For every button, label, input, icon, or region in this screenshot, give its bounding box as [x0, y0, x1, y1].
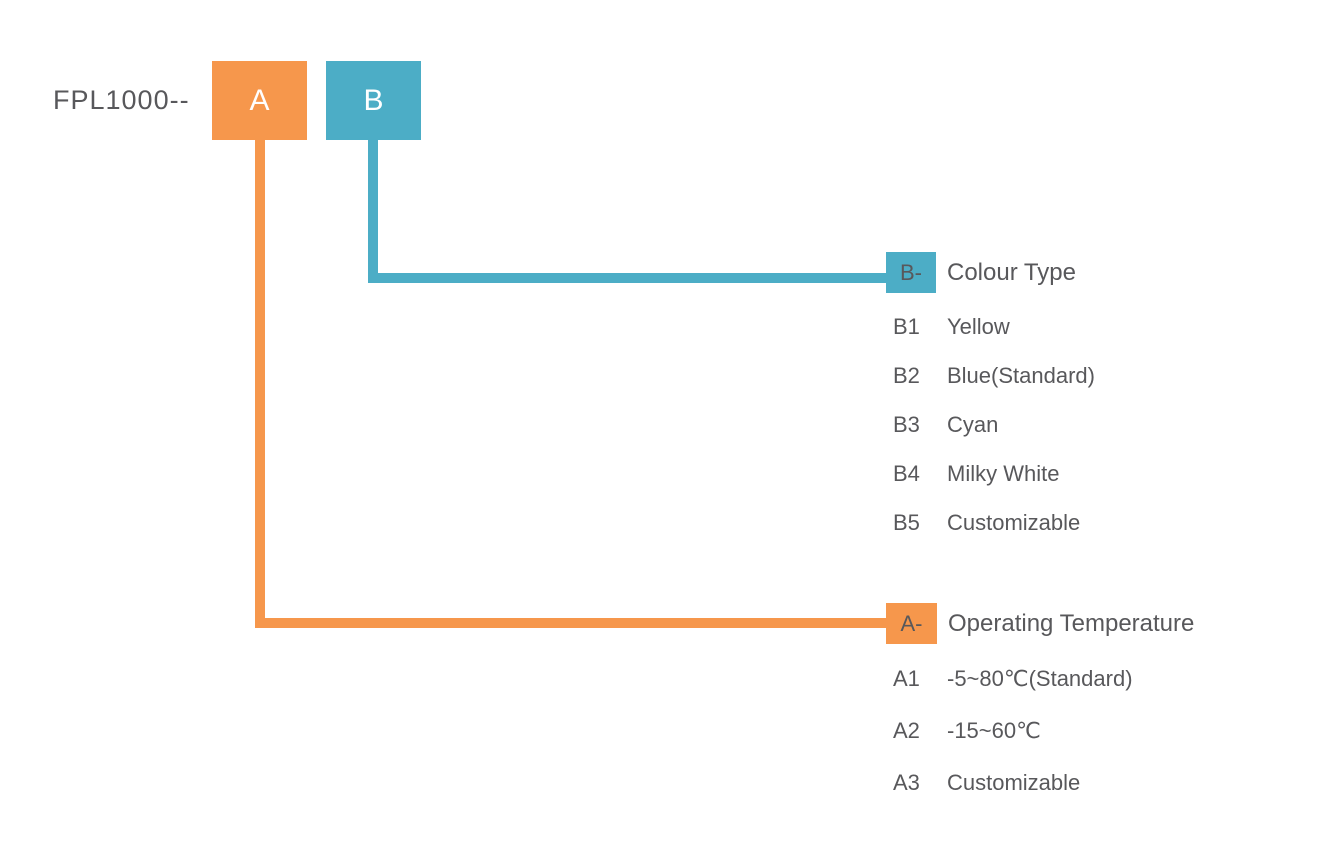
code-box-b: B	[326, 61, 421, 140]
option-row-b3: B3 Cyan	[893, 400, 1095, 449]
legend-a-title: Operating Temperature	[948, 609, 1195, 637]
code-box-a-label: A	[249, 83, 270, 117]
legend-operating-temperature-header: A- Operating Temperature	[886, 603, 1194, 644]
option-row-b4: B4 Milky White	[893, 449, 1095, 498]
option-row-a1: A1 -5~80℃(Standard)	[893, 653, 1194, 705]
option-code: B3	[893, 411, 920, 437]
product-code-prefix: FPL1000--	[53, 85, 190, 115]
legend-operating-temperature: A- Operating Temperature A1 -5~80℃(Stand…	[886, 603, 1194, 809]
option-row-b1: B1 Yellow	[893, 302, 1095, 351]
option-row-a3: A3 Customizable	[893, 757, 1194, 809]
option-label: Blue(Standard)	[947, 362, 1095, 388]
option-code: B1	[893, 313, 920, 339]
connector-a-horizontal	[255, 618, 886, 628]
legend-a-options: A1 -5~80℃(Standard) A2 -15~60℃ A3 Custom…	[886, 653, 1194, 809]
legend-colour-type-header: B- Colour Type	[886, 252, 1095, 293]
option-row-b2: B2 Blue(Standard)	[893, 351, 1095, 400]
connector-b-vertical	[368, 140, 378, 283]
legend-b-tag: B-	[886, 252, 936, 293]
option-code: A2	[893, 718, 920, 743]
option-label: Milky White	[947, 460, 1060, 486]
legend-b-title: Colour Type	[947, 258, 1076, 286]
option-code: B5	[893, 509, 920, 535]
option-label: -5~80℃(Standard)	[947, 666, 1133, 691]
code-box-b-label: B	[363, 83, 384, 117]
option-label: Customizable	[947, 509, 1081, 535]
option-label: -15~60℃	[947, 718, 1041, 743]
legend-colour-type: B- Colour Type B1 Yellow B2 Blue(Standar…	[886, 252, 1095, 547]
legend-a-tag: A-	[886, 603, 937, 644]
option-code: A3	[893, 770, 920, 795]
option-row-a2: A2 -15~60℃	[893, 705, 1194, 757]
option-label: Customizable	[947, 770, 1081, 795]
option-label: Cyan	[947, 411, 999, 437]
connector-b-horizontal	[368, 273, 886, 283]
legend-b-options: B1 Yellow B2 Blue(Standard) B3 Cyan B4 M…	[886, 302, 1095, 547]
option-code: B2	[893, 362, 920, 388]
option-code: B4	[893, 460, 920, 486]
code-box-a: A	[212, 61, 307, 140]
option-label: Yellow	[947, 313, 1010, 339]
option-row-b5: B5 Customizable	[893, 498, 1095, 547]
connector-a-vertical	[255, 140, 265, 628]
option-code: A1	[893, 666, 920, 691]
